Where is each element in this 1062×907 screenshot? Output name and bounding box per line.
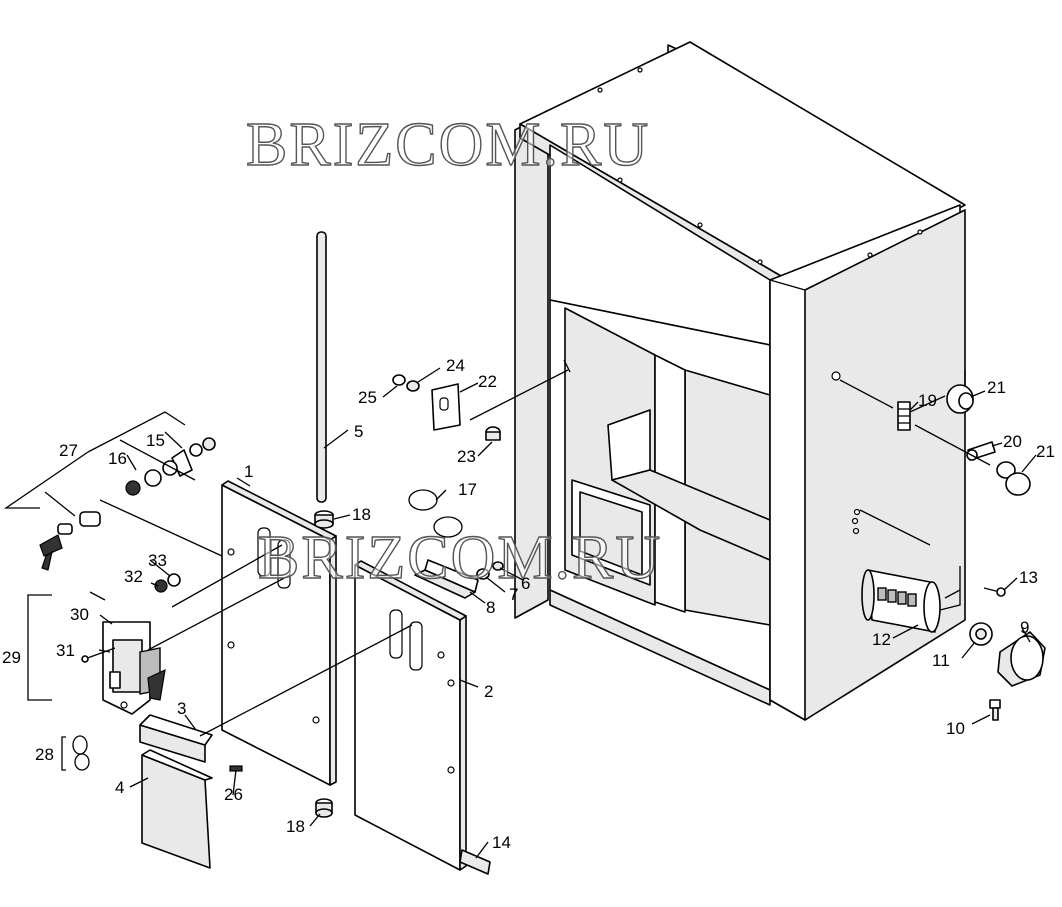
- callout-29: 29: [2, 648, 21, 667]
- bushing-18-top: [314, 510, 334, 529]
- washer-7: [476, 568, 490, 580]
- callout-19: 19: [918, 391, 937, 410]
- screw-10: [989, 699, 1001, 721]
- plate-4: [141, 749, 213, 869]
- callout-23: 23: [457, 447, 476, 466]
- callout-9: 9: [1020, 618, 1029, 637]
- callout-28: 28: [35, 745, 54, 764]
- callout-12: 12: [872, 630, 891, 649]
- callout-27: 27: [59, 441, 78, 460]
- callout-18-top: 18: [352, 505, 371, 524]
- callout-24: 24: [446, 356, 465, 375]
- callout-numbers: 1 2 3 4 5 6 7 8 9 10 11 12 13 14 15 16 1…: [2, 356, 1055, 852]
- plate-22: [431, 383, 461, 431]
- callout-22: 22: [478, 372, 497, 391]
- counter-12: [861, 569, 941, 633]
- callout-14: 14: [492, 833, 511, 852]
- callout-16: 16: [108, 449, 127, 468]
- watermark-top: BRIZCOM.RU: [246, 111, 650, 179]
- callout-6: 6: [521, 574, 530, 593]
- bezel-11: [969, 622, 993, 646]
- callout-26: 26: [224, 785, 243, 804]
- door-panel-2: [354, 560, 467, 871]
- lock-parts-15: [171, 437, 216, 477]
- knob-21-top: [946, 384, 974, 414]
- bushing-18-bottom: [315, 798, 333, 818]
- callout-11: 11: [932, 651, 950, 670]
- washer-32: [154, 579, 168, 593]
- leader-lines: [3, 359, 1037, 859]
- callout-8: 8: [486, 598, 495, 617]
- callout-2: 2: [484, 682, 493, 701]
- clips-28: [61, 735, 90, 771]
- cover-3: [139, 714, 213, 763]
- callout-13: 13: [1019, 568, 1038, 587]
- callout-31: 31: [56, 641, 75, 660]
- washer-24: [406, 380, 420, 392]
- knob-9: [997, 631, 1046, 687]
- lock-parts-16: [125, 460, 178, 496]
- bolt-20: [966, 441, 996, 461]
- callout-15: 15: [146, 431, 165, 450]
- callout-30: 30: [70, 605, 89, 624]
- key-lock-cylinder: [39, 511, 101, 571]
- washer-33: [167, 573, 181, 587]
- callout-10: 10: [946, 719, 965, 738]
- callout-4: 4: [115, 778, 124, 797]
- callout-5: 5: [354, 422, 363, 441]
- watermarks: BRIZCOM.RU BRIZCOM.RU: [245, 110, 662, 592]
- callout-25: 25: [358, 388, 377, 407]
- callout-32: 32: [124, 567, 143, 586]
- rod-14: [459, 849, 491, 875]
- callout-7: 7: [509, 585, 518, 604]
- callout-20: 20: [1003, 432, 1022, 451]
- coin-mechanism-30: [102, 621, 166, 715]
- spring-clip-17: [408, 489, 463, 538]
- spring-19: [897, 401, 911, 431]
- callout-18-bottom: 18: [286, 817, 305, 836]
- rod-5: [316, 231, 327, 503]
- knob-21-bottom: [996, 461, 1031, 496]
- callout-17: 17: [458, 480, 477, 499]
- callout-21-top: 21: [987, 378, 1006, 397]
- bracket-8: [414, 559, 479, 599]
- callout-33: 33: [148, 551, 167, 570]
- callout-3: 3: [177, 699, 186, 718]
- washer-25: [392, 374, 406, 386]
- screw-13: [983, 587, 1006, 597]
- screw-31: [81, 647, 116, 663]
- callout-21-bottom: 21: [1036, 442, 1055, 461]
- callout-1: 1: [244, 462, 253, 481]
- watermark-middle: BRIZCOM.RU: [258, 524, 662, 592]
- pin-23: [485, 426, 501, 441]
